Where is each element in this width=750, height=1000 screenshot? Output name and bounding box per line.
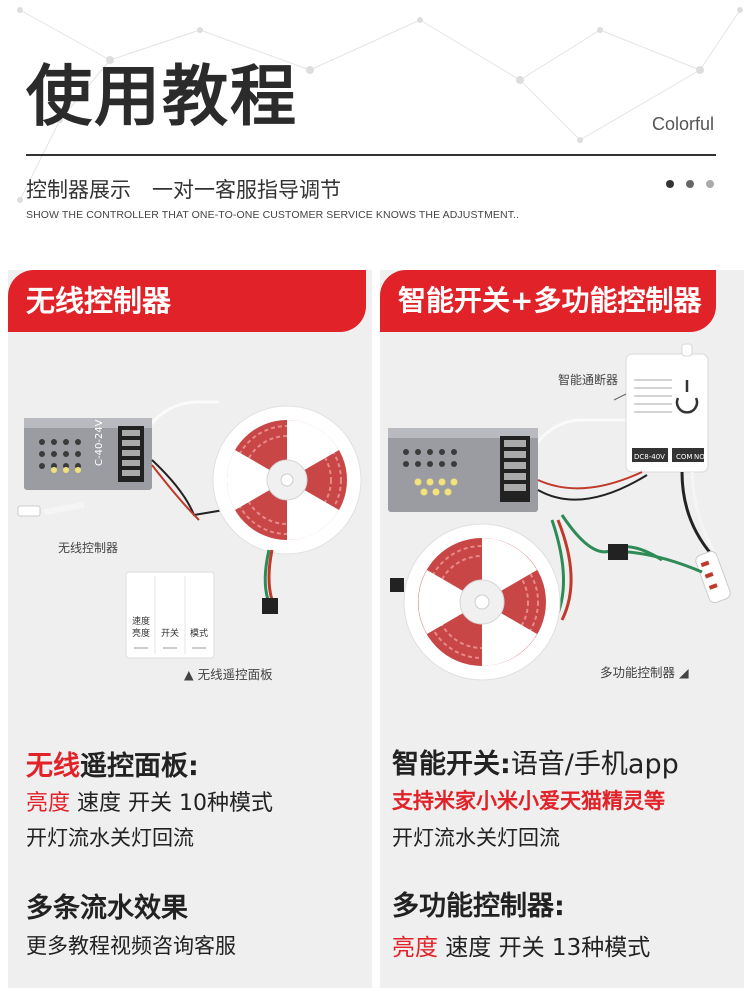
left-feature1-line1: 亮度 速度 开关 10种模式 [26, 791, 273, 816]
svg-text:亮度: 亮度 [132, 627, 150, 639]
brand-label: Colorful [651, 114, 714, 134]
wireless-controller-illustration: C-40-24V 无线控制器 速度 亮度 开关 模式 ▲ 无线遥控面板 [17, 400, 362, 682]
svg-text:COM: COM [676, 453, 692, 461]
left-panel-tab: 无线控制器 [8, 270, 366, 332]
header-divider [26, 154, 716, 156]
svg-text:NO: NO [694, 453, 705, 461]
dot-2 [686, 180, 694, 188]
led-strip-reel-icon [403, 523, 561, 681]
wireless-switch-panel-icon: 速度 亮度 开关 模式 [125, 571, 215, 659]
led-strip-reel-icon [212, 405, 362, 555]
controller-label: 无线控制器 [58, 541, 118, 555]
power-supply-icon [388, 428, 538, 512]
svg-text:开关: 开关 [161, 627, 179, 639]
power-supply-icon: C-40-24V [24, 418, 152, 490]
pagination-dots [666, 180, 714, 188]
smart-switch-illustration: DC8-40V COM NO 智能通断器 [388, 343, 731, 681]
page-title: 使用教程 [26, 58, 298, 135]
multi-function-controller-icon [695, 550, 731, 604]
right-feature2-title: 多功能控制器: [392, 891, 565, 922]
left-feature1-line2: 开灯流水关灯回流 [26, 826, 194, 850]
breaker-label: 智能通断器 [558, 372, 618, 387]
svg-text:模式: 模式 [190, 627, 208, 639]
network-background-graphic [17, 7, 743, 203]
svg-text:速度: 速度 [132, 615, 150, 627]
right-feature1-line2: 开灯流水关灯回流 [392, 826, 560, 850]
left-feature1-title: 无线遥控面板: [26, 751, 199, 782]
left-feature2-title: 多条流水效果 [26, 893, 188, 924]
dot-1 [666, 180, 674, 188]
dot-3 [706, 180, 714, 188]
english-description: SHOW THE CONTROLLER THAT ONE-TO-ONE CUST… [26, 209, 520, 221]
right-feature1-title: 智能开关:语音/手机app [392, 749, 679, 780]
remote-panel-label: ▲ 无线遥控面板 [184, 667, 273, 682]
multi-controller-label: 多功能控制器 ◢ [600, 665, 689, 680]
right-feature1-line1: 支持米家小米小爱天猫精灵等 [392, 789, 665, 813]
right-feature2-line1: 亮度 速度 开关 13种模式 [392, 935, 651, 961]
svg-text:C-40-24V: C-40-24V [94, 419, 105, 466]
page-header: 使用教程 Colorful 控制器展示 一对一客服指导调节 SHOW THE C… [0, 0, 750, 260]
left-feature2-line1: 更多教程视频咨询客服 [26, 934, 236, 958]
svg-text:DC8-40V: DC8-40V [634, 453, 665, 461]
right-panel-tab: 智能开关+多功能控制器 [380, 270, 716, 332]
page-subtitle: 控制器展示 一对一客服指导调节 [26, 178, 341, 202]
smart-breaker-icon: DC8-40V COM NO [625, 343, 709, 473]
